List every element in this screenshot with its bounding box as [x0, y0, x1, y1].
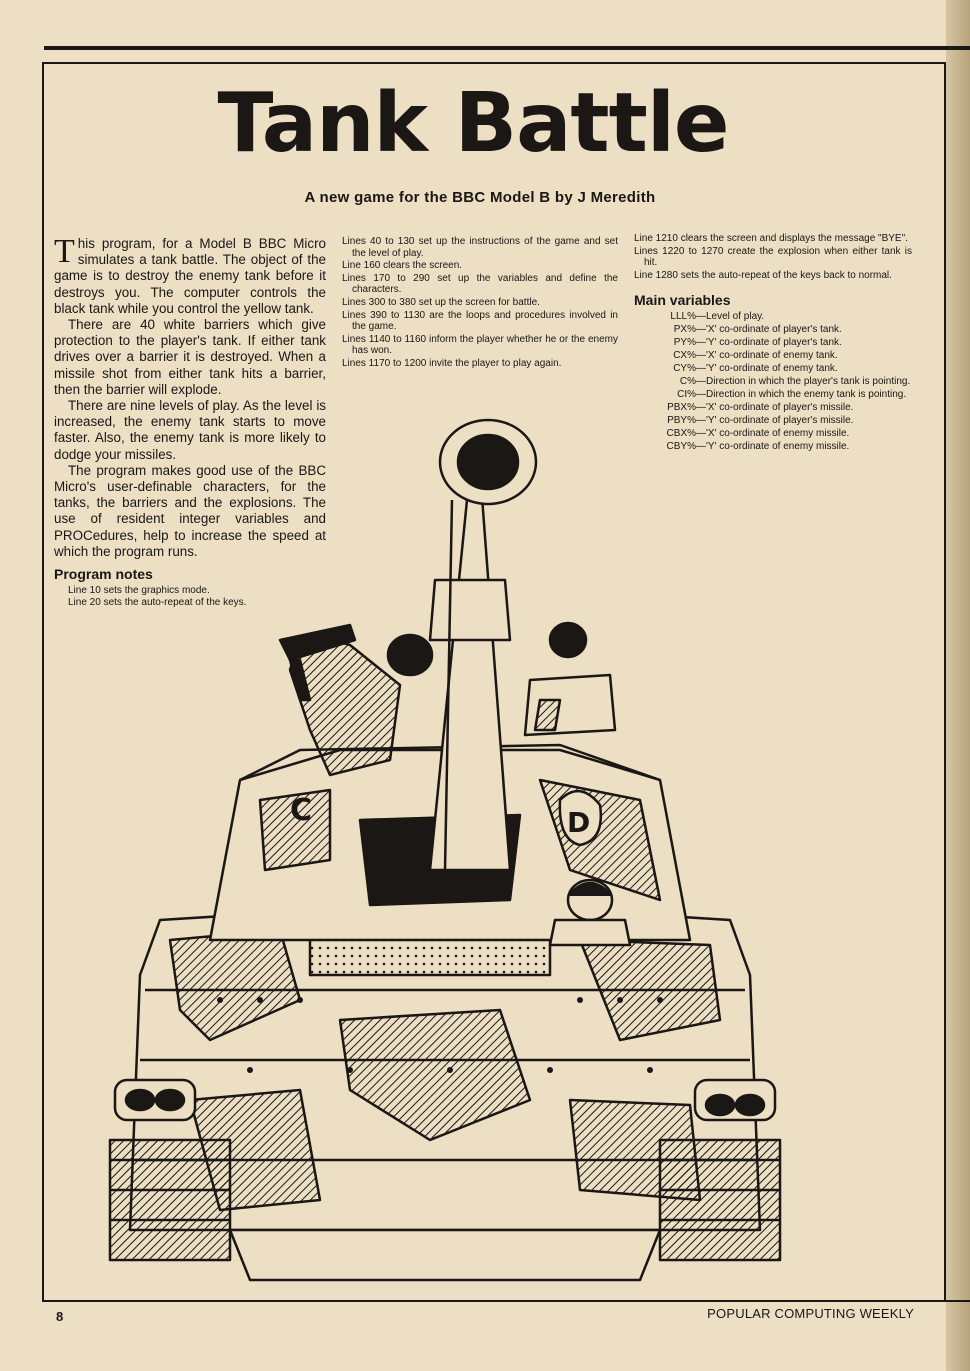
page-spine: [946, 0, 970, 1371]
bottom-rule: [42, 1300, 970, 1302]
note-line: Line 1280 sets the auto-repeat of the ke…: [634, 269, 892, 281]
top-rule: [44, 46, 970, 50]
note-line: Lines 1140 to 1160 inform the player whe…: [342, 333, 618, 357]
article-frame: [42, 62, 946, 1300]
note-line: Lines 1170 to 1200 invite the player to …: [342, 357, 562, 369]
note-line: Line 10 sets the graphics mode.: [68, 585, 210, 597]
variable-row: PY%—'Y' co-ordinate of player's tank.: [673, 336, 842, 348]
note-line: Line 20 sets the auto-repeat of the keys…: [68, 597, 247, 609]
variable-row: PBX%—'X' co-ordinate of player's missile…: [667, 401, 854, 413]
variable-row: CBY%—'Y' co-ordinate of enemy missile.: [666, 440, 850, 452]
variable-row: LLL%—Level of play.: [670, 310, 765, 322]
note-line: Lines 1220 to 1270 create the explosion …: [634, 245, 912, 269]
variable-row: CX%—'X' co-ordinate of enemy tank.: [673, 349, 838, 361]
tank-illustration: C D: [108, 418, 782, 1282]
article-title: Tank Battle: [217, 76, 729, 171]
note-line: Lines 300 to 380 set up the screen for b…: [342, 296, 540, 308]
program-notes-part-1: Line 10 sets the graphics mode. Line 20 …: [54, 585, 326, 609]
column-2: Lines 40 to 130 set up the instructions …: [342, 236, 618, 371]
variable-row: PX%—'X' co-ordinate of player's tank.: [673, 323, 842, 335]
turret-letter-left: C: [290, 793, 312, 828]
intro-paragraph-3: There are nine levels of play. As the le…: [54, 398, 326, 462]
main-variables-heading: Main variables: [634, 292, 731, 309]
program-notes-heading: Program notes: [54, 566, 153, 583]
note-line: Lines 390 to 1130 are the loops and proc…: [342, 309, 618, 333]
page-number: 8: [56, 1309, 64, 1324]
variable-row: C%—Direction in which the player's tank …: [679, 375, 911, 387]
note-line: Lines 170 to 290 set up the variables an…: [342, 272, 618, 296]
note-line: Line 160 clears the screen.: [342, 260, 463, 272]
variable-row: CY%—'Y' co-ordinate of enemy tank.: [673, 362, 838, 374]
intro-paragraph-2: There are 40 white barriers which give p…: [54, 317, 326, 397]
note-line: Lines 40 to 130 set up the instructions …: [342, 236, 618, 259]
note-line: Line 1210 clears the screen and displays…: [634, 233, 908, 244]
article-subtitle: A new game for the BBC Model B by J Mere…: [304, 189, 656, 206]
column-3: Line 1210 clears the screen and displays…: [634, 233, 912, 453]
magazine-name: POPULAR COMPUTING WEEKLY: [707, 1306, 914, 1321]
variables-list: LLL%—Level of play. PX%—'X' co-ordinate …: [634, 310, 912, 453]
variable-row: PBY%—'Y' co-ordinate of player's missile…: [667, 414, 854, 426]
intro-paragraph-4: The program makes good use of the BBC Mi…: [54, 462, 326, 559]
variable-row: CI%—Direction in which the enemy tank is…: [677, 388, 907, 400]
variable-row: CBX%—'X' co-ordinate of enemy missile.: [666, 427, 850, 439]
drop-cap: T: [54, 233, 75, 270]
turret-letter-right: D: [567, 806, 590, 839]
